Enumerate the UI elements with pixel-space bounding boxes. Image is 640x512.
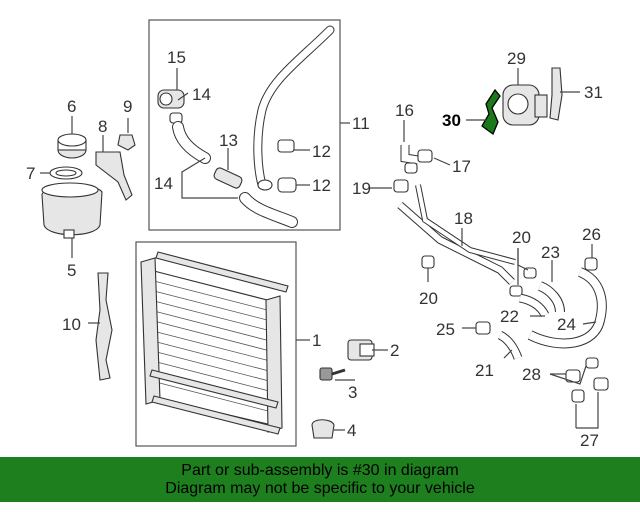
part-13-connector[interactable]: [213, 167, 243, 190]
hose-14-lower[interactable]: [239, 192, 298, 228]
label-14b[interactable]: 14: [192, 85, 211, 104]
part-12-clamp-b[interactable]: [277, 177, 297, 193]
part-8-bracket[interactable]: [95, 151, 133, 201]
label-5[interactable]: 5: [67, 261, 76, 280]
label-20a[interactable]: 20: [419, 289, 438, 308]
label-2[interactable]: 2: [390, 341, 399, 360]
coolant-hose-upper[interactable]: [253, 25, 335, 191]
part-23-hose[interactable]: [537, 281, 565, 313]
notice-line-2: Diagram may not be specific to your vehi…: [165, 480, 475, 497]
part-18-pipe[interactable]: [397, 184, 516, 285]
part-25-clamp[interactable]: [475, 321, 491, 335]
diagram-canvas: 1 2 3 4 5 6 7 8 9 10 11 12 12 13 14 14 1…: [26, 19, 609, 450]
label-18[interactable]: 18: [454, 209, 473, 228]
part-29-pump[interactable]: [502, 84, 548, 126]
part-31-bracket[interactable]: [549, 67, 563, 121]
label-27[interactable]: 27: [580, 431, 599, 450]
part-labels: 1 2 3 4 5 6 7 8 9 10 11 12 12 13 14 14 1…: [26, 48, 603, 450]
part-22-hose[interactable]: [518, 293, 550, 318]
label-21[interactable]: 21: [475, 361, 494, 380]
part-20-clamp-left[interactable]: [421, 255, 435, 269]
label-23[interactable]: 23: [541, 243, 560, 262]
part-27-clamps[interactable]: [571, 377, 609, 403]
label-30-highlighted[interactable]: 30: [442, 111, 461, 130]
label-24[interactable]: 24: [557, 315, 576, 334]
part-30-bracket-highlighted[interactable]: [481, 88, 501, 136]
label-20b[interactable]: 20: [512, 228, 531, 247]
part-26-clamp[interactable]: [584, 257, 598, 271]
part-19-clamp[interactable]: [393, 179, 409, 193]
part-17-clamps[interactable]: [404, 149, 433, 174]
label-31[interactable]: 31: [584, 83, 603, 102]
label-15[interactable]: 15: [167, 48, 186, 67]
label-3[interactable]: 3: [348, 383, 357, 402]
label-19[interactable]: 19: [352, 179, 371, 198]
part-2-sensor[interactable]: [347, 339, 375, 361]
hose-14-upper[interactable]: [172, 121, 211, 164]
part-20-clamps-right[interactable]: [509, 267, 537, 297]
label-28[interactable]: 28: [522, 365, 541, 384]
label-4[interactable]: 4: [347, 421, 356, 440]
label-16[interactable]: 16: [395, 101, 414, 120]
label-11[interactable]: 11: [352, 114, 370, 133]
label-9[interactable]: 9: [123, 97, 132, 116]
label-12a[interactable]: 12: [312, 142, 331, 161]
part-3-bolt[interactable]: [319, 367, 346, 381]
label-14a[interactable]: 14: [154, 174, 173, 193]
label-7[interactable]: 7: [26, 164, 35, 183]
label-22[interactable]: 22: [500, 307, 519, 326]
radiator[interactable]: [140, 251, 289, 435]
label-26[interactable]: 26: [582, 225, 601, 244]
part-15-thermostat[interactable]: [157, 89, 185, 109]
part-21-hose[interactable]: [497, 330, 523, 360]
part-10-seal-strip[interactable]: [95, 272, 113, 381]
part-12-clamp-a[interactable]: [277, 139, 295, 153]
leader-lines: [40, 68, 599, 431]
label-13[interactable]: 13: [219, 131, 238, 150]
part-5-expansion-tank[interactable]: [41, 182, 103, 239]
label-6[interactable]: 6: [67, 97, 76, 116]
label-25[interactable]: 25: [436, 320, 455, 339]
part-9-bolt[interactable]: [117, 134, 136, 151]
part-7-seal[interactable]: [49, 166, 83, 180]
part-6-cap[interactable]: [57, 133, 87, 159]
hoses-group-box: [148, 19, 341, 231]
notice-banner: Part or sub-assembly is #30 in diagram D…: [0, 457, 640, 502]
part-24-hose[interactable]: [527, 267, 607, 349]
part-4-cap[interactable]: [311, 419, 335, 439]
label-12b[interactable]: 12: [312, 176, 331, 195]
radiator-group-box: [135, 241, 297, 447]
label-29[interactable]: 29: [507, 49, 526, 68]
part-28-clamps[interactable]: [565, 357, 599, 383]
part-16-hose-elbow[interactable]: [400, 145, 419, 165]
label-10[interactable]: 10: [62, 315, 81, 334]
label-17[interactable]: 17: [452, 157, 471, 176]
notice-line-1: Part or sub-assembly is #30 in diagram: [181, 462, 459, 479]
label-1[interactable]: 1: [312, 331, 321, 350]
label-8[interactable]: 8: [98, 117, 107, 136]
